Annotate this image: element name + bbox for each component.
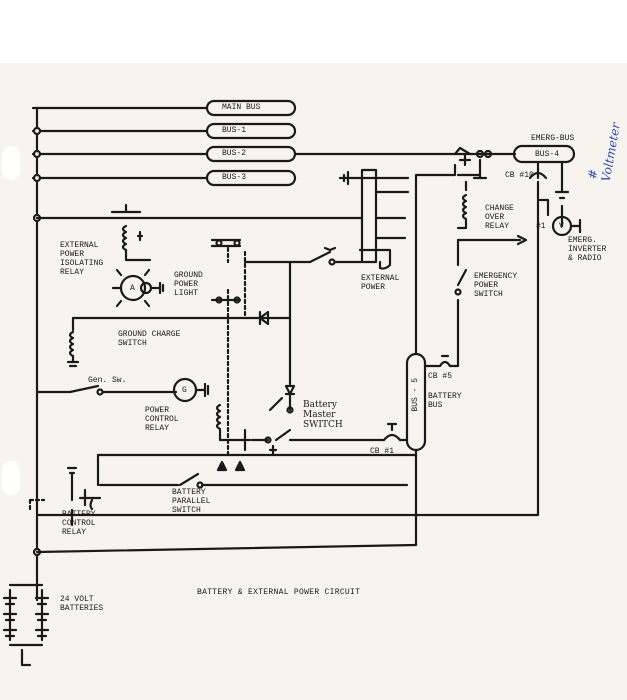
battery-bus-label: BATTERY BUS xyxy=(428,392,462,410)
voltmeter-letter: V xyxy=(559,222,564,231)
hash1-label: #1 xyxy=(536,222,546,231)
generator-letter: G xyxy=(182,386,187,395)
cb1-label: CB #1 xyxy=(370,447,395,456)
bus2-bar xyxy=(205,145,297,163)
battery-stack-left xyxy=(2,588,18,642)
ground-charge-coil xyxy=(68,330,75,358)
battery-stack-right xyxy=(34,588,50,642)
external-power-plug xyxy=(360,168,378,264)
power-control-coil xyxy=(215,403,222,431)
ammeter-letter: A xyxy=(130,284,135,293)
bus1-label: BUS-1 xyxy=(222,126,247,135)
battery-parallel-switch-label: BATTERY PARALLEL SWITCH xyxy=(172,488,211,515)
battery-master-diode xyxy=(284,384,296,396)
schematic-sheet xyxy=(0,63,627,700)
bus4-bar xyxy=(512,144,576,164)
isolating-relay-coil xyxy=(121,224,128,252)
ground-charge-switch-label: GROUND CHARGE SWITCH xyxy=(118,330,181,348)
external-power-isolating-relay-label: EXTERNAL POWER ISOLATING RELAY xyxy=(60,241,104,277)
bus4-label: BUS-4 xyxy=(535,150,560,159)
punch-hole xyxy=(2,146,20,180)
ground-charge-diode xyxy=(258,310,270,326)
batteries-label: 24 VOLT BATTERIES xyxy=(60,595,104,613)
change-over-relay-coil xyxy=(461,193,468,221)
diagram-title: BATTERY & EXTERNAL POWER CIRCUIT xyxy=(197,588,361,597)
battery-master-switch xyxy=(268,396,284,412)
cb5-label: CB #5 xyxy=(428,372,453,381)
battery-master-switch-label: Battery Master SWITCH xyxy=(303,400,343,430)
bus2-label: BUS-2 xyxy=(222,149,247,158)
power-control-relay-label: POWER CONTROL RELAY xyxy=(145,406,179,433)
gen-switch xyxy=(68,384,100,394)
cb1-breaker xyxy=(382,433,402,442)
emergency-power-switch-label: EMERGENCY POWER SWITCH xyxy=(474,272,518,299)
emerg-inverter-label: EMERG. INVERTER & RADIO xyxy=(568,236,607,263)
bus5-label: BUS - 5 xyxy=(411,378,420,412)
cb10-breaker xyxy=(528,171,548,180)
gen-switch-label: Gen. Sw. xyxy=(88,376,127,385)
change-over-relay-label: CHANGE OVER RELAY xyxy=(485,204,514,231)
main-bus-label: MAIN BUS xyxy=(222,103,261,112)
bus3-bar xyxy=(205,169,297,187)
emerg-bus-label: EMERG-BUS xyxy=(531,134,575,143)
cb10-label: CB #10 xyxy=(505,171,534,180)
external-power-label: EXTERNAL POWER xyxy=(361,274,400,292)
ground-power-light-label: GROUND POWER LIGHT xyxy=(174,271,203,298)
external-power-switch xyxy=(308,250,332,264)
main-bus-bar xyxy=(205,99,297,117)
battery-parallel-switch xyxy=(178,472,200,487)
emergency-power-switch xyxy=(456,268,468,287)
battery-control-relay-label: BATTERY CONTROL RELAY xyxy=(62,510,96,537)
punch-hole xyxy=(2,461,20,495)
bus1-bar xyxy=(205,122,297,140)
battery-control-coil xyxy=(89,498,94,511)
bus3-label: BUS-3 xyxy=(222,173,247,182)
